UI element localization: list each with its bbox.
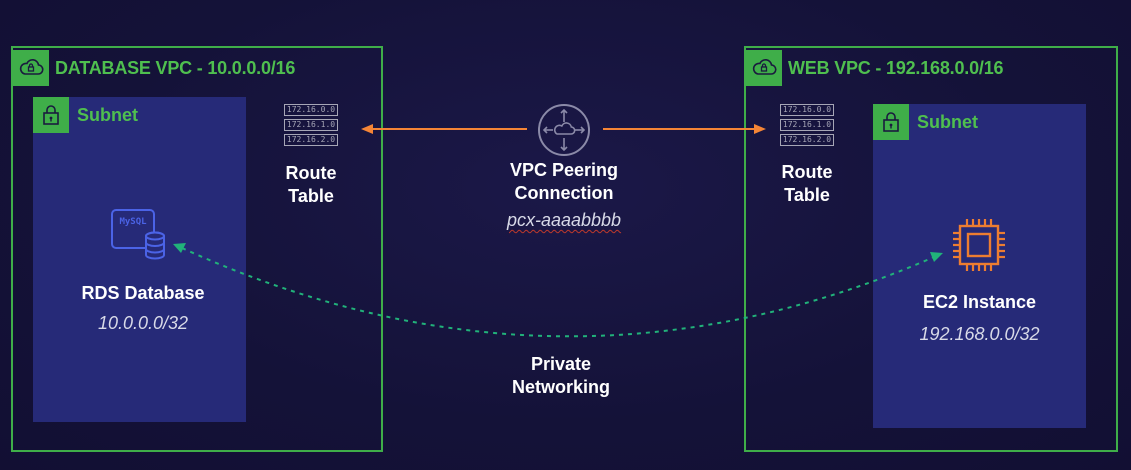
vpc-peering-id-text: pcx-aaaabbbb xyxy=(506,210,622,230)
peering-arrow-left xyxy=(361,124,527,134)
database-vpc-header: DATABASE VPC - 10.0.0.0/16 xyxy=(13,48,295,88)
route-table-row: 172.16.1.0 xyxy=(780,119,834,131)
rds-database-address: 10.0.0.0/32 xyxy=(97,313,189,333)
route-table-row: 172.16.1.0 xyxy=(284,119,338,131)
route-table-label-line2: Table xyxy=(288,186,334,206)
subnet-lock-icon xyxy=(33,97,69,133)
web-subnet-label: Subnet xyxy=(917,111,978,132)
ec2-chip-icon xyxy=(950,216,1008,274)
private-networking-line1: Private xyxy=(530,354,592,374)
database-subnet-header: Subnet xyxy=(33,97,138,133)
ec2-instance-label: EC2 Instance xyxy=(922,292,1037,312)
database-route-table-label: Route Table xyxy=(271,162,351,208)
vpc-cloud-lock-icon xyxy=(746,50,782,86)
web-route-table-label: Route Table xyxy=(767,161,847,207)
route-table-row: 172.16.0.0 xyxy=(780,104,834,116)
vpc-peering-label: VPC Peering Connection xyxy=(484,159,644,205)
rds-icon-text: MySQL xyxy=(119,217,147,227)
database-vpc-title: DATABASE VPC - 10.0.0.0/16 xyxy=(55,57,296,78)
route-table-row: 172.16.2.0 xyxy=(284,134,338,146)
subnet-lock-icon xyxy=(873,104,909,140)
database-vpc: DATABASE VPC - 10.0.0.0/16 xyxy=(11,46,383,452)
web-vpc-title: WEB VPC - 192.168.0.0/16 xyxy=(788,57,1004,78)
vpc-peering-id: pcx-aaaabbbb xyxy=(484,210,644,231)
web-vpc: WEB VPC - 192.168.0.0/16 xyxy=(744,46,1118,452)
web-vpc-header: WEB VPC - 192.168.0.0/16 xyxy=(746,48,1004,88)
vpc-peering-label-line1: VPC Peering xyxy=(509,160,619,180)
route-table-label-line1: Route xyxy=(781,162,833,182)
private-networking-line2: Networking xyxy=(511,377,610,397)
ec2-instance-address: 192.168.0.0/32 xyxy=(919,324,1040,344)
vpc-cloud-lock-icon xyxy=(13,50,49,86)
web-route-table-icon: 172.16.0.0 172.16.1.0 172.16.2.0 xyxy=(780,104,834,149)
database-route-table-icon: 172.16.0.0 172.16.1.0 172.16.2.0 xyxy=(284,104,338,149)
database-subnet-label: Subnet xyxy=(77,104,138,125)
web-subnet-header: Subnet xyxy=(873,104,978,140)
private-networking-label: Private Networking xyxy=(486,353,636,399)
rds-database-label: RDS Database xyxy=(81,283,205,303)
vpc-peering-label-line2: Connection xyxy=(514,183,614,203)
private-networking-link xyxy=(173,243,943,338)
route-table-row: 172.16.0.0 xyxy=(284,104,338,116)
route-table-label-line2: Table xyxy=(784,185,830,205)
route-table-label-line1: Route xyxy=(285,163,337,183)
route-table-row: 172.16.2.0 xyxy=(780,134,834,146)
vpc-peering-icon xyxy=(536,102,592,158)
peering-arrow-right xyxy=(603,124,766,134)
rds-mysql-icon: MySQL xyxy=(111,209,167,261)
